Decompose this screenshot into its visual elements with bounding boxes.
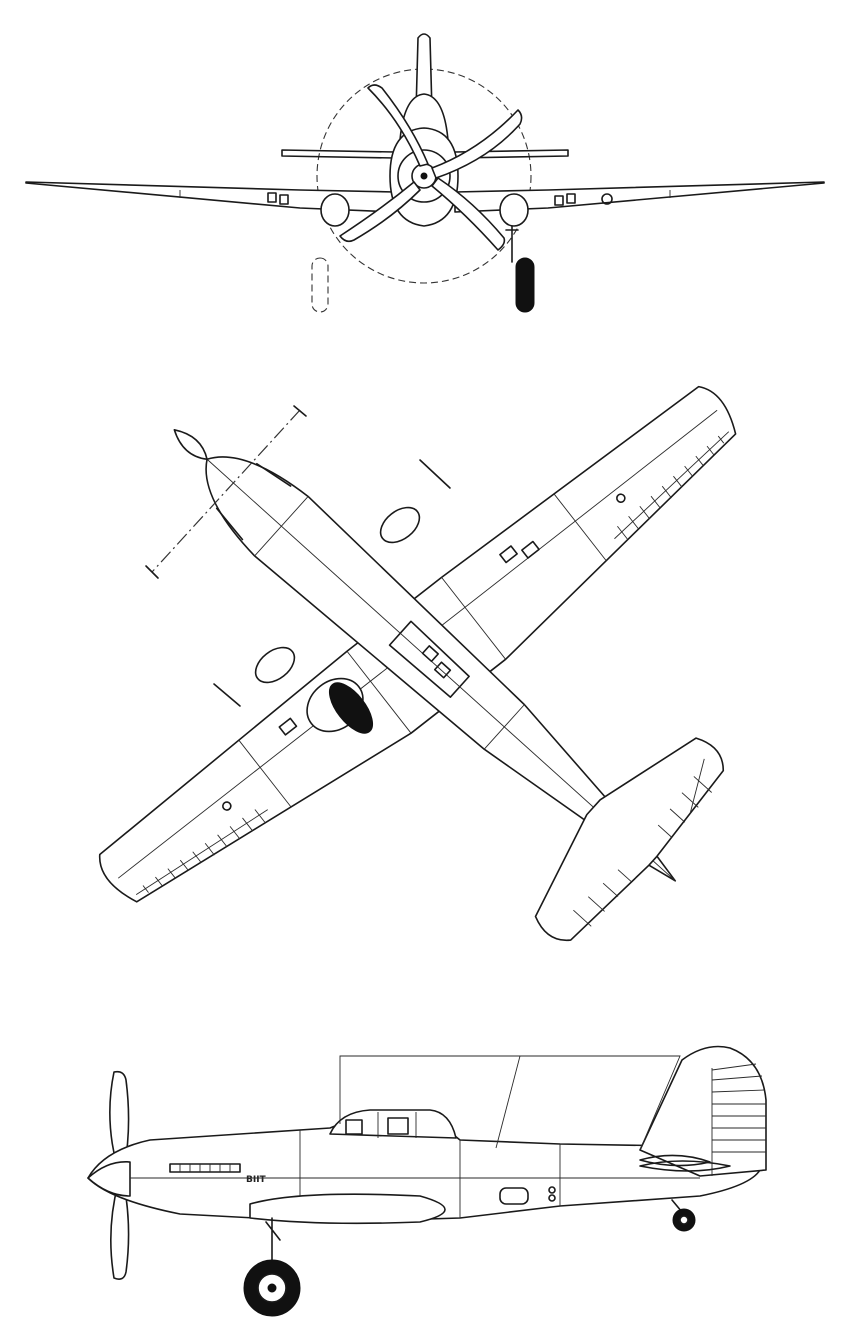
plan-gun-right: [419, 459, 451, 489]
side-spinner: [87, 1161, 131, 1197]
plan-main-wheel: [328, 682, 374, 734]
plan-radiator-right: [379, 506, 421, 544]
plan-exhaust-stacks: [215, 462, 292, 541]
plan-view: [98, 385, 737, 942]
side-propeller-blade-upper: [109, 1070, 130, 1171]
side-main-gear-strut: [265, 1217, 281, 1263]
plan-elevator-hatching: [573, 758, 712, 927]
plan-tailplane: [534, 737, 725, 942]
side-wing-projection-outline: [339, 1055, 681, 1151]
side-roundel-stripe: [639, 1154, 711, 1167]
plan-propeller-axis: [151, 409, 301, 573]
front-gear-wheel: [515, 257, 535, 313]
plan-aileron-left: [135, 809, 268, 896]
side-tailplane: [639, 1160, 731, 1172]
side-view: BIIT: [87, 1045, 767, 1317]
plan-radiator-left: [254, 646, 296, 684]
propeller-disc-front: [316, 68, 532, 284]
front-gear-strut: [505, 225, 519, 263]
side-rudder-hatching: [711, 1063, 766, 1176]
plan-gun-left: [213, 683, 241, 707]
front-propeller-blades: [339, 84, 523, 251]
side-fuselage: [87, 1123, 761, 1223]
side-propeller-blade-lower: [110, 1183, 130, 1280]
side-fin: [639, 1045, 767, 1177]
side-fuselage-marking: BIIT: [246, 1175, 267, 1185]
plan-canopy: [388, 620, 470, 698]
front-radiator-left: [320, 193, 350, 227]
plan-spinner: [173, 429, 208, 461]
front-wing-right: [454, 181, 825, 213]
front-canopy: [399, 93, 449, 141]
front-view: [25, 33, 825, 313]
side-wing-root: [249, 1193, 446, 1225]
front-engine-cowl: [397, 149, 451, 203]
front-gear-wheel-retracted: [311, 257, 329, 313]
plan-aileron-right: [614, 431, 730, 540]
front-radiator-right: [499, 193, 529, 227]
side-exhaust-stacks: [169, 1163, 241, 1173]
